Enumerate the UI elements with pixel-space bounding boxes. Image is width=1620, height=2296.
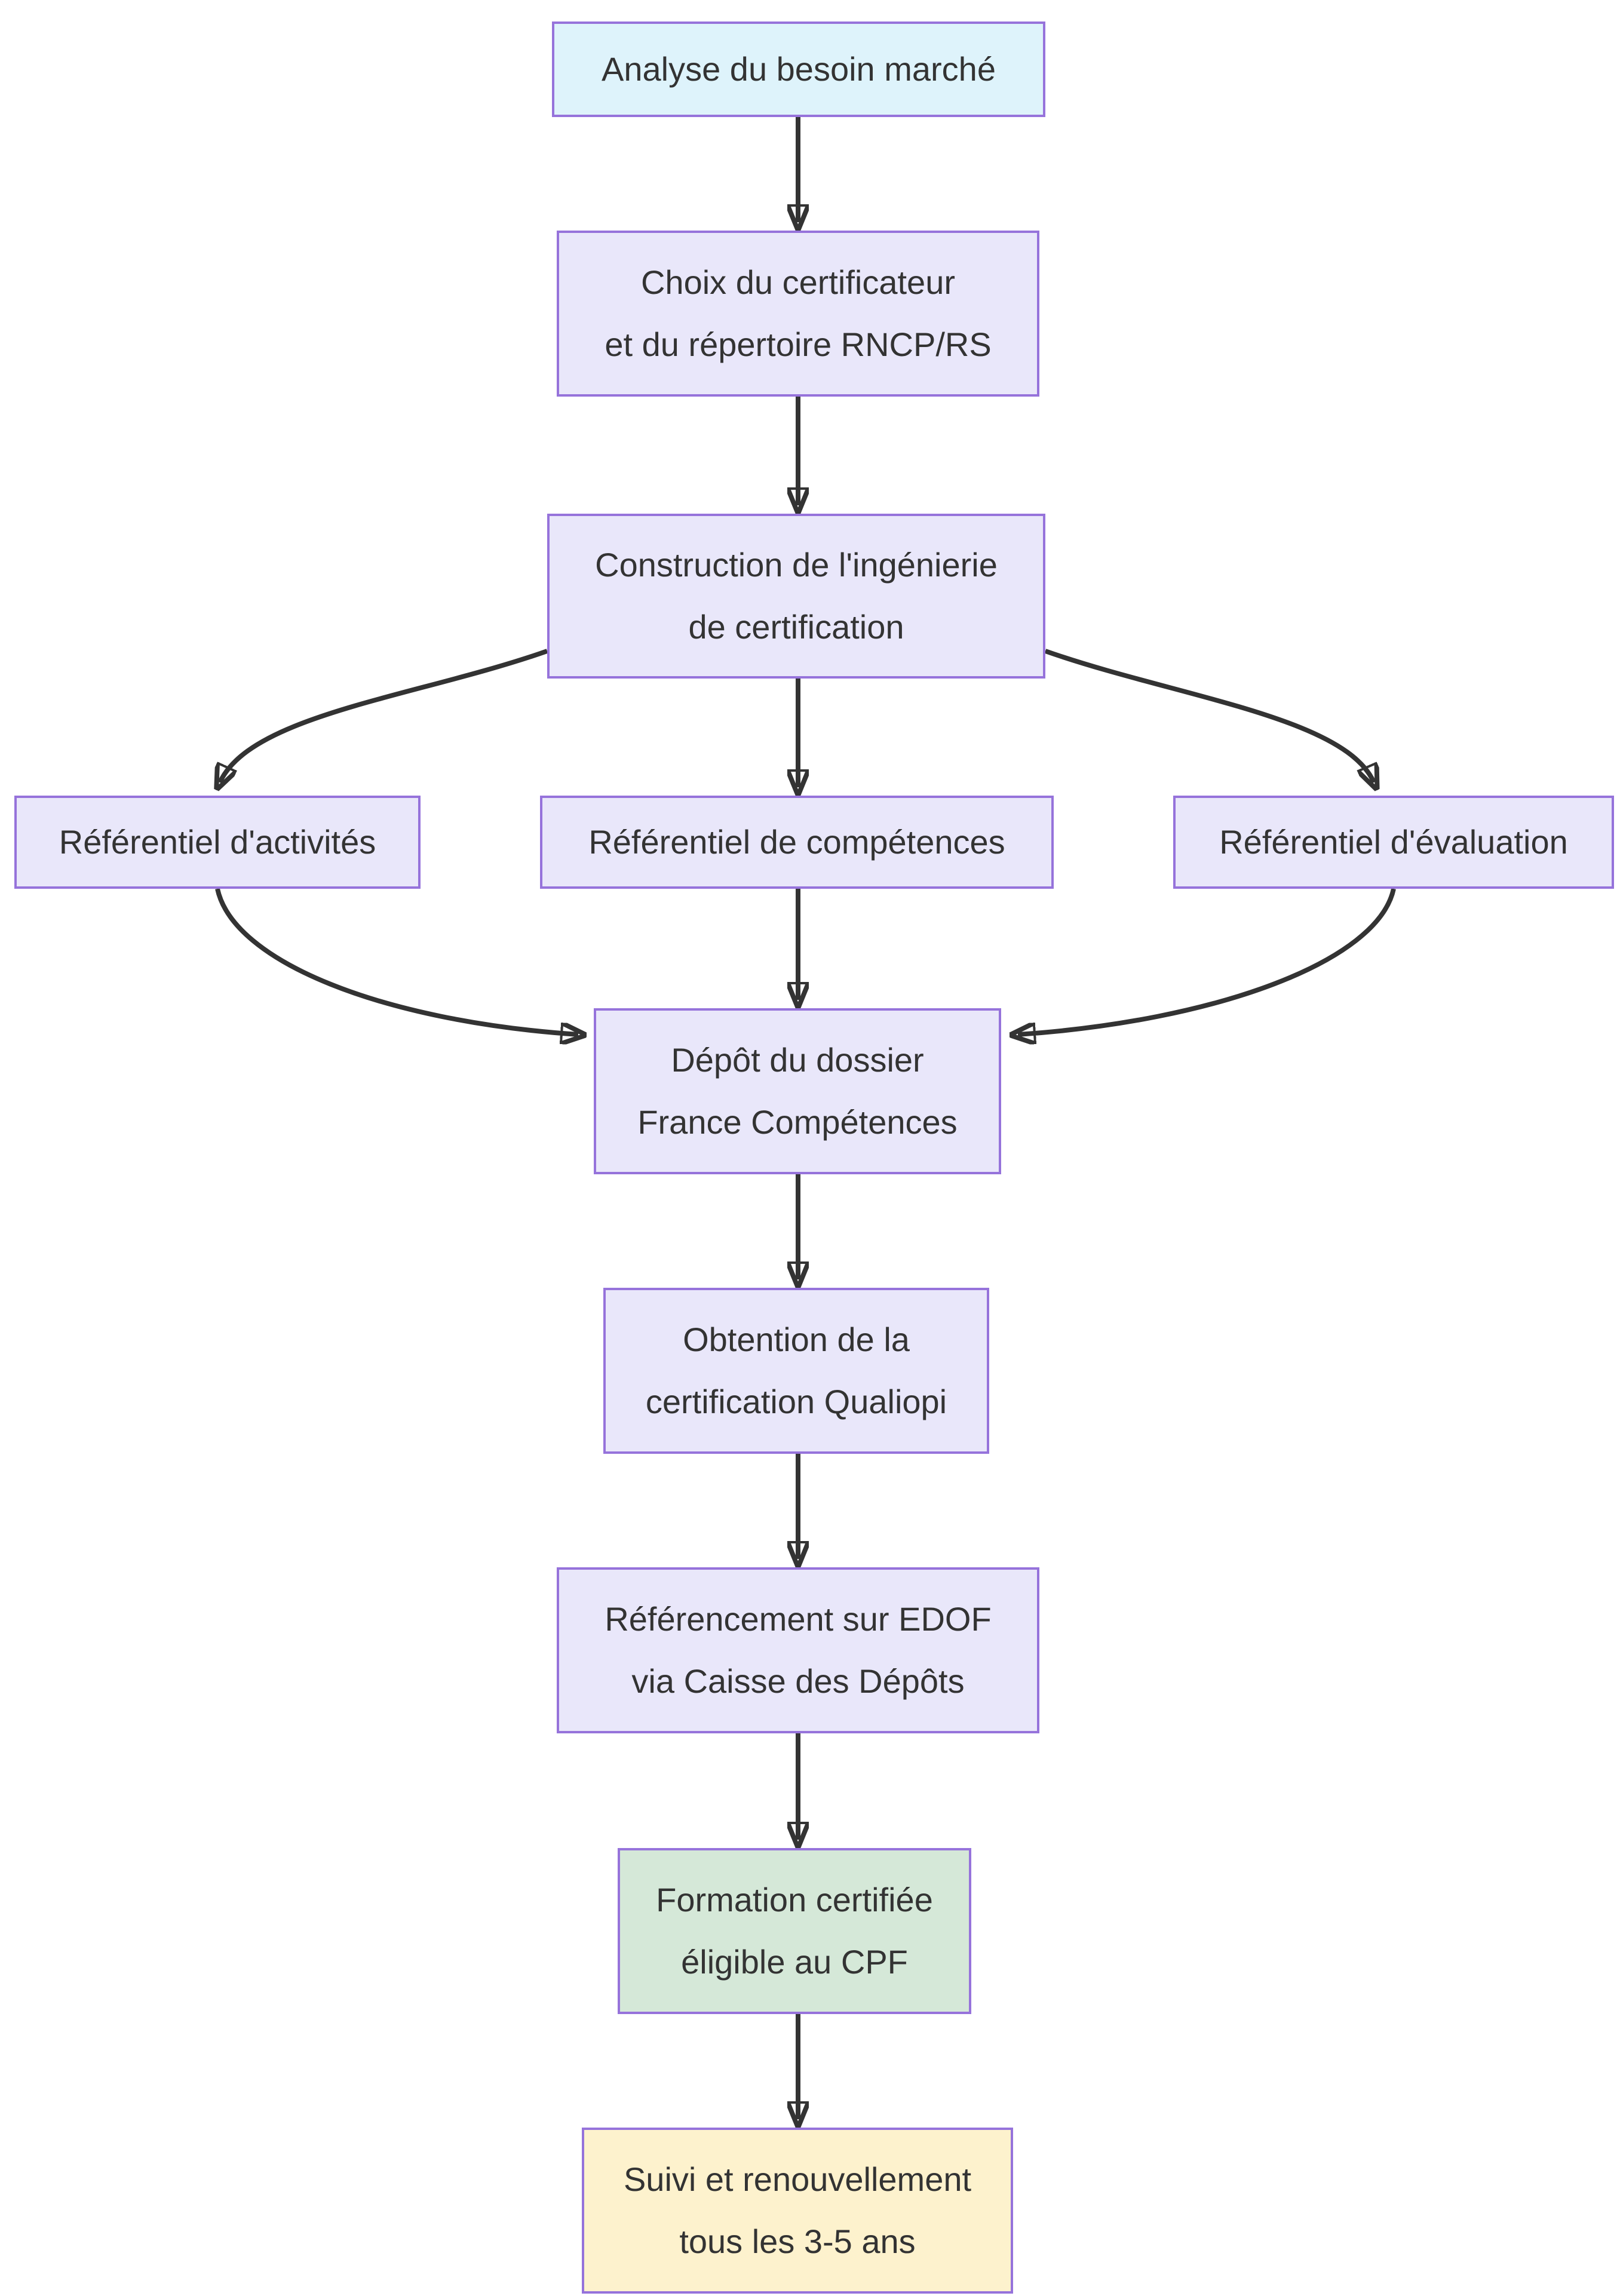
node-label-line: Obtention de la bbox=[683, 1321, 910, 1358]
node-label-line: France Compétences bbox=[637, 1103, 958, 1141]
node-label-line: Construction de l'ingénierie bbox=[595, 546, 998, 584]
node-formation-cpf: Formation certifiée éligible au CPF bbox=[618, 1848, 971, 2014]
edge-ref-activites-to-depot bbox=[215, 888, 578, 1035]
edge-construction-to-ref-activites bbox=[220, 649, 548, 782]
node-analyse-besoin: Analyse du besoin marché bbox=[552, 22, 1045, 117]
node-label-line: certification Qualiopi bbox=[645, 1383, 947, 1420]
edge-construction-to-ref-evaluation bbox=[1044, 649, 1374, 782]
node-label-line: éligible au CPF bbox=[681, 1943, 908, 1981]
node-label-line: Suivi et renouvellement bbox=[623, 2160, 972, 2198]
node-referencement-edof: Référencement sur EDOF via Caisse des Dé… bbox=[557, 1567, 1039, 1733]
node-construction-ingenierie: Construction de l'ingénierie de certific… bbox=[547, 514, 1045, 679]
node-label-line: Référentiel de compétences bbox=[588, 823, 1005, 861]
node-depot-dossier: Dépôt du dossier France Compétences bbox=[594, 1008, 1001, 1174]
node-referentiel-evaluation: Référentiel d'évaluation bbox=[1173, 796, 1614, 889]
node-label-line: Référentiel d'évaluation bbox=[1219, 823, 1568, 861]
node-label-line: via Caisse des Dépôts bbox=[631, 1662, 965, 1700]
node-label-line: Choix du certificateur bbox=[640, 263, 955, 301]
node-label-line: Formation certifiée bbox=[656, 1881, 933, 1919]
node-obtention-qualiopi: Obtention de la certification Qualiopi bbox=[603, 1288, 989, 1454]
node-referentiel-activites: Référentiel d'activités bbox=[14, 796, 421, 889]
node-label-line: tous les 3-5 ans bbox=[679, 2223, 916, 2260]
node-choix-certificateur: Choix du certificateur et du répertoire … bbox=[557, 231, 1039, 397]
node-referentiel-competences: Référentiel de compétences bbox=[540, 796, 1054, 889]
edge-ref-evaluation-to-depot bbox=[1018, 888, 1396, 1035]
node-label-line: et du répertoire RNCP/RS bbox=[605, 326, 992, 363]
node-label-line: Analyse du besoin marché bbox=[602, 50, 996, 88]
node-label-line: Référentiel d'activités bbox=[59, 823, 376, 861]
node-label-line: Dépôt du dossier bbox=[671, 1041, 924, 1079]
node-suivi-renouvellement: Suivi et renouvellement tous les 3-5 ans bbox=[582, 2128, 1013, 2294]
node-label-line: Référencement sur EDOF bbox=[605, 1600, 992, 1638]
node-label-line: de certification bbox=[688, 608, 904, 646]
